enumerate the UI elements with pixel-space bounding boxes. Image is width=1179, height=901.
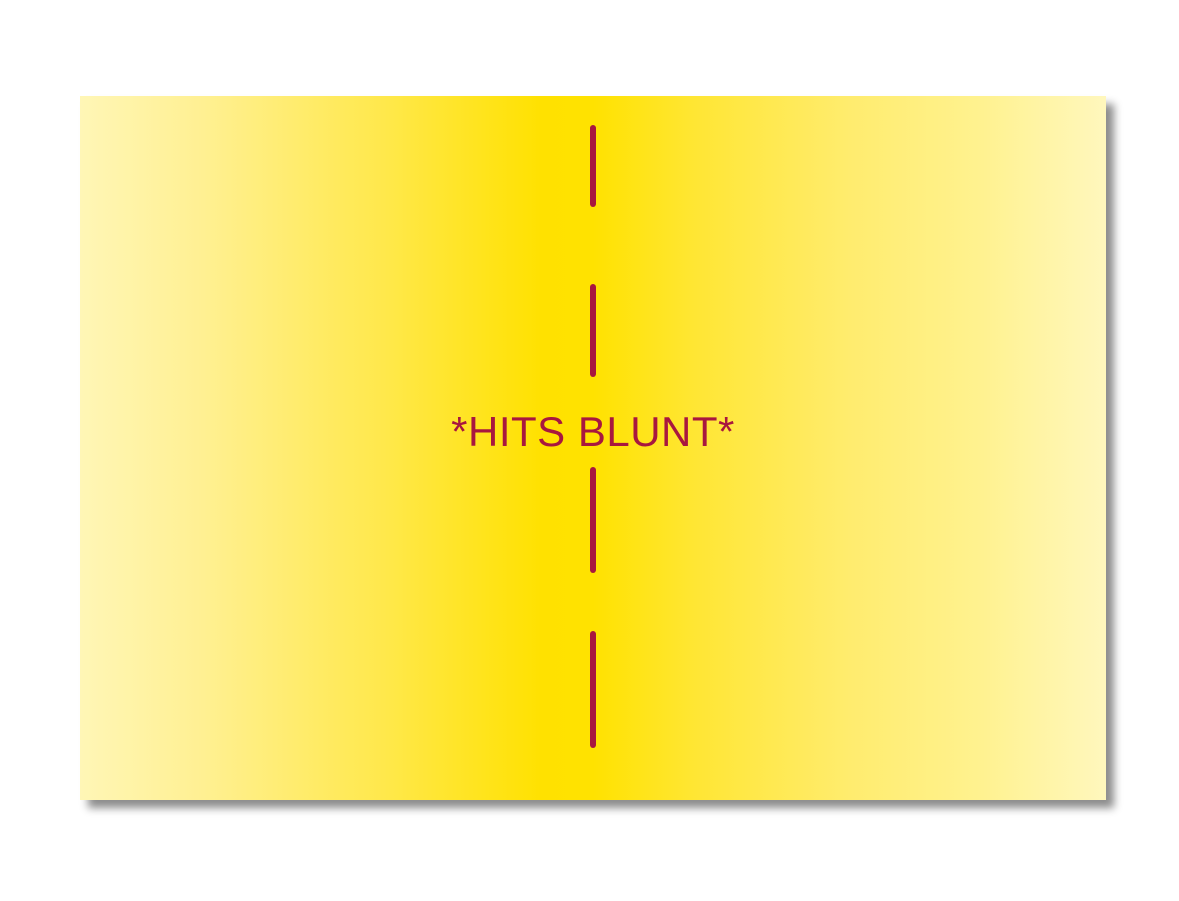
sign-text: *HITS BLUNT*	[451, 408, 735, 455]
dashed-line-segment-3	[590, 467, 596, 573]
dashed-line-segment-2	[590, 284, 596, 377]
yellow-sign-card: *HITS BLUNT*	[80, 96, 1106, 800]
dashed-line-segment-4	[590, 631, 596, 748]
dashed-line-segment-1	[590, 125, 596, 207]
